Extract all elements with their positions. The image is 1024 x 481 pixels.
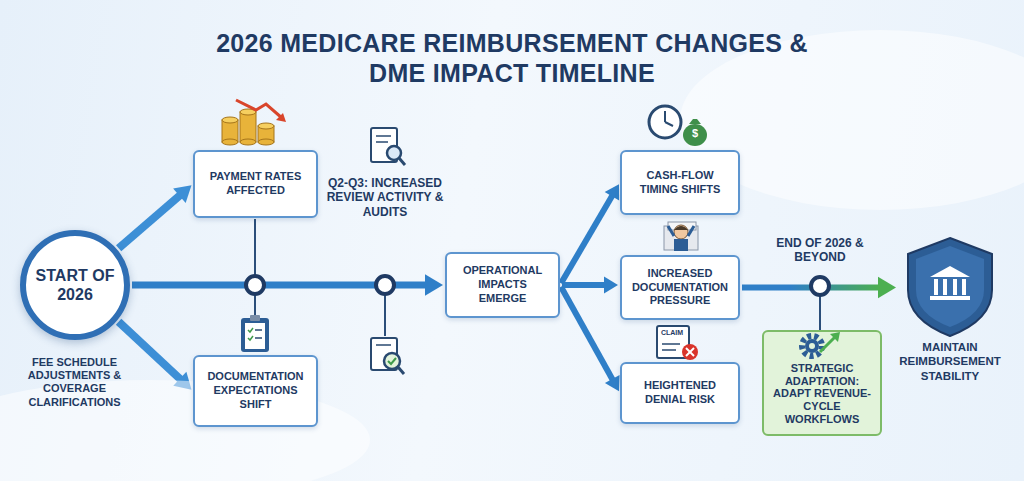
node-text: MAINTAIN REIMBURSEMENT STABILITY	[898, 340, 1002, 383]
node-text: PAYMENT RATES AFFECTED	[202, 170, 309, 198]
connector-line	[561, 195, 613, 284]
connector-line	[119, 322, 182, 380]
strategy-box: STRATEGIC ADAPTATION: ADAPT REVENUE-CYCL…	[762, 330, 882, 436]
node-text: CASH-FLOW TIMING SHIFTS	[629, 169, 731, 197]
review-doc-icon	[371, 128, 405, 165]
connector-arrow	[119, 322, 192, 390]
impact-box: CASH-FLOW TIMING SHIFTS	[620, 150, 740, 215]
connector-arrow	[561, 184, 619, 283]
green-box-fill	[762, 330, 882, 436]
connector-line	[562, 282, 606, 288]
impact-box: HEIGHTENED DENIAL RISK	[620, 362, 740, 424]
arrow-head	[878, 277, 896, 299]
impact-box: PAYMENT RATES AFFECTED	[193, 150, 318, 218]
node-text: START OF 2026	[34, 266, 116, 304]
stage-box: OPERATIONAL IMPACTS EMERGE	[445, 252, 560, 318]
clock-money-icon	[649, 106, 707, 146]
connector-arrow	[132, 274, 443, 296]
node-text: INCREASED DOCUMENTATION PRESSURE	[629, 267, 731, 308]
stress-icon	[664, 222, 698, 251]
node-text: OPERATIONAL IMPACTS EMERGE	[454, 264, 551, 305]
connector-arrow	[562, 277, 618, 294]
connector-arrow	[742, 277, 896, 299]
denial-icon	[657, 326, 698, 360]
node-text: STRATEGIC ADAPTATION: ADAPT REVENUE-CYCL…	[771, 362, 873, 425]
gear-icon	[802, 332, 840, 356]
connector-line	[561, 287, 613, 381]
arrow-head	[173, 185, 191, 203]
node-text: HEIGHTENED DENIAL RISK	[629, 379, 731, 407]
connector-arrow	[119, 185, 192, 248]
annotation-label: END OF 2026 & BEYOND	[772, 236, 868, 265]
coins-icon	[222, 100, 286, 145]
impact-box: DOCUMENTATION EXPECTATIONS SHIFT	[193, 355, 318, 427]
connector-arrow	[561, 287, 620, 392]
arrow-head	[425, 274, 443, 296]
goal-node: MAINTAIN REIMBURSEMENT STABILITY	[898, 240, 1002, 400]
background-glow	[0, 30, 1024, 481]
arrow-head	[604, 277, 618, 294]
annotation-label: CLAIM	[657, 329, 687, 337]
annotation-label: FEE SCHEDULE ADJUSTMENTS & COVERAGE CLAR…	[12, 356, 137, 409]
annotation-label: $	[688, 127, 702, 140]
diagram-title: 2026 MEDICARE REIMBURSEMENT CHANGES & DM…	[212, 28, 812, 88]
audit-check-icon	[371, 338, 404, 374]
annotation-label: Q2-Q3: INCREASED REVIEW ACTIVITY & AUDIT…	[322, 176, 448, 219]
timeline-ticks	[255, 219, 820, 336]
arrow-head	[605, 375, 620, 391]
shield-icon	[908, 238, 992, 336]
node-text: DOCUMENTATION EXPECTATIONS SHIFT	[202, 370, 309, 411]
connector-line	[119, 194, 181, 248]
arrow-head	[605, 184, 619, 200]
start-circle: START OF 2026	[20, 230, 130, 340]
impact-box: INCREASED DOCUMENTATION PRESSURE	[620, 255, 740, 320]
clipboard-icon	[241, 315, 269, 352]
